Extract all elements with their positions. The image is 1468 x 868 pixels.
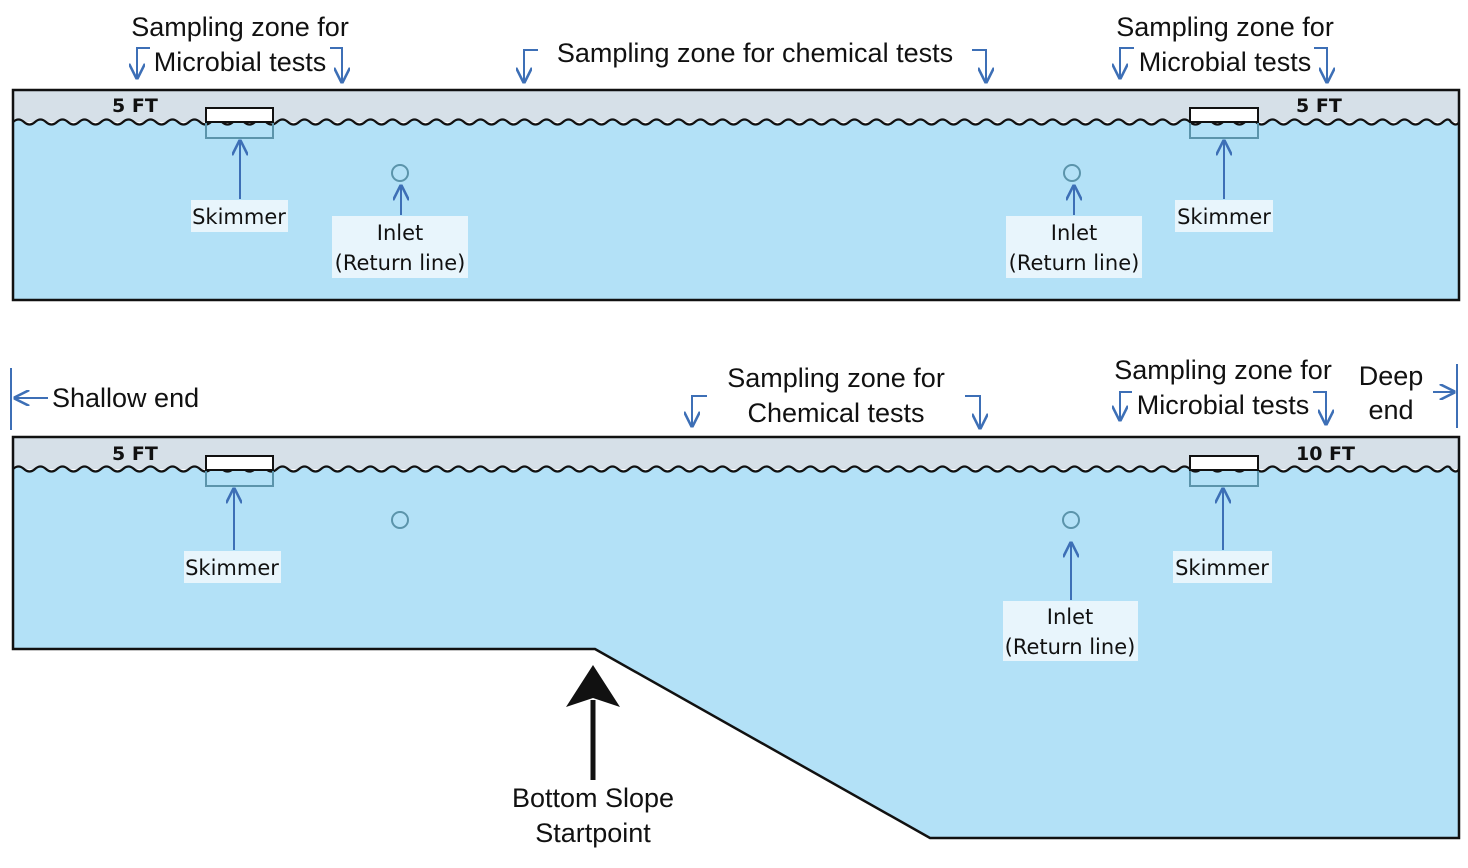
top-depth-left: 5 FT bbox=[112, 95, 158, 117]
bottom-depth-right: 10 FT bbox=[1296, 443, 1355, 465]
top-inlet-left-label-line2: (Return line) bbox=[335, 251, 466, 275]
top-skimmer-left-label: Skimmer bbox=[192, 205, 286, 229]
bottom-zone-microbial-right-line2: Microbial tests bbox=[1137, 390, 1310, 420]
bottom-pool: Shallow end Deep end 5 FT 10 FT Skimmer … bbox=[10, 355, 1461, 848]
bottom-zone-chemical-line1: Sampling zone for bbox=[727, 363, 945, 393]
bottom-zone-microbial-right-bracket-right bbox=[1313, 391, 1326, 424]
deep-end-label-line2: end bbox=[1368, 395, 1413, 425]
shallow-end-label: Shallow end bbox=[52, 383, 199, 413]
top-zone-microbial-left-bracket-left bbox=[137, 47, 150, 78]
bottom-zone-microbial-right-line1: Sampling zone for bbox=[1114, 355, 1332, 385]
bottom-zone-chemical-bracket-right bbox=[965, 395, 980, 428]
top-skimmer-right-icon bbox=[1189, 107, 1259, 139]
top-inlet-right-icon bbox=[1063, 164, 1081, 182]
top-inlet-right-label-line2: (Return line) bbox=[1009, 251, 1140, 275]
top-zone-microbial-right-bracket-left bbox=[1120, 47, 1134, 78]
bottom-inlet-right-label-line2: (Return line) bbox=[1005, 635, 1136, 659]
top-skimmer-right-label: Skimmer bbox=[1177, 205, 1271, 229]
top-inlet-left-icon bbox=[391, 164, 409, 182]
bottom-pool-water bbox=[13, 466, 1459, 838]
top-inlet-right-label-line1: Inlet bbox=[1051, 221, 1098, 245]
top-depth-right: 5 FT bbox=[1296, 95, 1342, 117]
deep-end-label-line1: Deep bbox=[1359, 361, 1424, 391]
bottom-skimmer-left-icon bbox=[205, 455, 274, 487]
top-zone-chemical-bracket-right bbox=[972, 49, 986, 82]
top-zone-microbial-left-line2: Microbial tests bbox=[154, 47, 327, 77]
top-skimmer-left-icon bbox=[205, 107, 274, 139]
bottom-skimmer-left-label: Skimmer bbox=[185, 556, 279, 580]
top-zone-microbial-left-line1: Sampling zone for bbox=[131, 12, 349, 42]
top-zone-chemical: Sampling zone for chemical tests bbox=[557, 38, 953, 68]
top-inlet-left-label-line1: Inlet bbox=[377, 221, 424, 245]
slope-start-label-line2: Startpoint bbox=[535, 818, 651, 848]
top-zone-chemical-bracket-left bbox=[524, 49, 538, 82]
bottom-pool-outline bbox=[11, 435, 1461, 840]
bottom-skimmer-right-icon bbox=[1189, 455, 1259, 487]
bottom-depth-left: 5 FT bbox=[112, 443, 158, 465]
bottom-zone-chemical-bracket-left bbox=[692, 395, 707, 426]
bottom-zone-microbial-right-bracket-left bbox=[1120, 391, 1132, 420]
slope-start-label-line1: Bottom Slope bbox=[512, 783, 674, 813]
top-pool-outline bbox=[11, 88, 1461, 302]
bottom-inlet-right-icon bbox=[1062, 511, 1080, 529]
bottom-inlet-left-icon bbox=[391, 511, 409, 529]
bottom-inlet-right-label-line1: Inlet bbox=[1047, 605, 1094, 629]
top-zone-microbial-right-bracket-right bbox=[1314, 47, 1327, 82]
top-zone-microbial-right-line2: Microbial tests bbox=[1139, 47, 1312, 77]
slope-start-arrow-head bbox=[566, 665, 620, 707]
top-pool: 5 FT 5 FT Skimmer Skimmer Inlet (Return … bbox=[11, 12, 1461, 302]
bottom-zone-chemical-line2: Chemical tests bbox=[747, 398, 924, 428]
top-zone-microbial-left-bracket-right bbox=[330, 47, 342, 82]
bottom-skimmer-right-label: Skimmer bbox=[1175, 556, 1269, 580]
top-zone-microbial-right-line1: Sampling zone for bbox=[1116, 12, 1334, 42]
